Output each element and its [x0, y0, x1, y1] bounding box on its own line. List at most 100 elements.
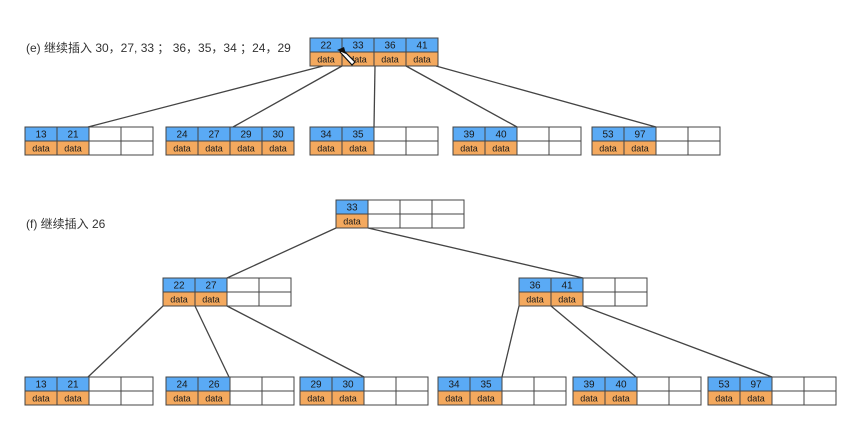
empty-data-cell	[668, 390, 702, 406]
key-label: 13	[35, 130, 47, 141]
empty-data-cell	[226, 291, 260, 307]
data-label: data	[317, 144, 335, 154]
data-label: data	[460, 144, 478, 154]
key-label: 53	[718, 380, 730, 391]
edge-f-mid-left-to-f-leaf-2	[194, 305, 230, 378]
empty-key-cell	[88, 126, 122, 142]
empty-data-cell	[399, 213, 433, 229]
edge-e-root-to-e-leaf-5	[435, 65, 657, 128]
key-label: 40	[495, 130, 507, 141]
caption-diagram-e: (e) 继续插入 30，27, 33 ； 36，35，34 ；24，29	[26, 41, 291, 55]
caption-diagram-f: (f) 继续插入 26	[26, 217, 106, 231]
data-label: data	[413, 55, 431, 65]
empty-key-cell	[582, 277, 616, 293]
empty-data-cell	[373, 140, 407, 156]
data-label: data	[173, 394, 191, 404]
data-label: data	[205, 394, 223, 404]
key-label: 40	[615, 380, 627, 391]
data-label: data	[32, 394, 50, 404]
empty-data-cell	[803, 390, 837, 406]
key-label: 35	[352, 130, 364, 141]
edge-f-mid-left-to-f-leaf-3	[226, 305, 365, 378]
edges-layer	[87, 65, 773, 378]
data-label: data	[349, 144, 367, 154]
key-label: 39	[583, 380, 595, 391]
key-label: 41	[561, 281, 573, 292]
key-label: 41	[416, 41, 428, 52]
empty-data-cell	[258, 291, 292, 307]
empty-key-cell	[258, 277, 292, 293]
empty-data-cell	[431, 213, 465, 229]
empty-data-cell	[636, 390, 670, 406]
empty-data-cell	[229, 390, 263, 406]
empty-key-cell	[363, 376, 397, 392]
key-label: 30	[272, 130, 284, 141]
empty-key-cell	[431, 199, 465, 215]
empty-key-cell	[405, 126, 439, 142]
key-label: 97	[750, 380, 762, 391]
data-label: data	[747, 394, 765, 404]
key-label: 22	[173, 281, 185, 292]
empty-key-cell	[655, 126, 689, 142]
key-label: 36	[384, 41, 396, 52]
key-label: 33	[346, 203, 358, 214]
btree-node-f-root: 33 data	[335, 199, 465, 229]
data-label: data	[202, 295, 220, 305]
empty-key-cell	[120, 376, 154, 392]
empty-key-cell	[399, 199, 433, 215]
data-label: data	[445, 394, 463, 404]
empty-key-cell	[771, 376, 805, 392]
empty-data-cell	[88, 390, 122, 406]
btree-node-e-leaf-3: 34 data 35 data	[309, 126, 439, 156]
edge-e-root-to-e-leaf-4	[405, 65, 518, 128]
edge-f-mid-right-to-f-leaf-6	[582, 305, 773, 378]
pointer-hand-icon	[337, 47, 356, 66]
key-label: 34	[320, 130, 332, 141]
key-label: 30	[342, 380, 354, 391]
empty-key-cell	[88, 376, 122, 392]
empty-key-cell	[687, 126, 721, 142]
key-label: 97	[634, 130, 646, 141]
key-label: 24	[176, 380, 188, 391]
empty-key-cell	[614, 277, 648, 293]
data-label: data	[477, 394, 495, 404]
empty-key-cell	[261, 376, 295, 392]
empty-data-cell	[395, 390, 429, 406]
data-label: data	[173, 144, 191, 154]
data-label: data	[237, 144, 255, 154]
key-label: 53	[602, 130, 614, 141]
edge-f-mid-right-to-f-leaf-4	[501, 305, 520, 378]
key-label: 27	[208, 130, 220, 141]
data-label: data	[631, 144, 649, 154]
data-label: data	[343, 217, 361, 227]
empty-data-cell	[363, 390, 397, 406]
empty-key-cell	[516, 126, 550, 142]
data-cell	[261, 140, 295, 156]
empty-key-cell	[501, 376, 535, 392]
key-label: 33	[352, 41, 364, 52]
empty-key-cell	[373, 126, 407, 142]
data-label: data	[269, 144, 287, 154]
empty-data-cell	[687, 140, 721, 156]
empty-key-cell	[548, 126, 582, 142]
data-label: data	[558, 295, 576, 305]
empty-data-cell	[501, 390, 535, 406]
data-label: data	[580, 394, 598, 404]
empty-key-cell	[395, 376, 429, 392]
edge-e-root-to-e-leaf-3	[373, 65, 376, 128]
empty-data-cell	[120, 390, 154, 406]
empty-data-cell	[405, 140, 439, 156]
empty-data-cell	[120, 140, 154, 156]
empty-key-cell	[636, 376, 670, 392]
key-label: 29	[240, 130, 252, 141]
data-label: data	[170, 295, 188, 305]
edge-f-root-to-f-mid-right	[367, 227, 584, 279]
data-label: data	[307, 394, 325, 404]
